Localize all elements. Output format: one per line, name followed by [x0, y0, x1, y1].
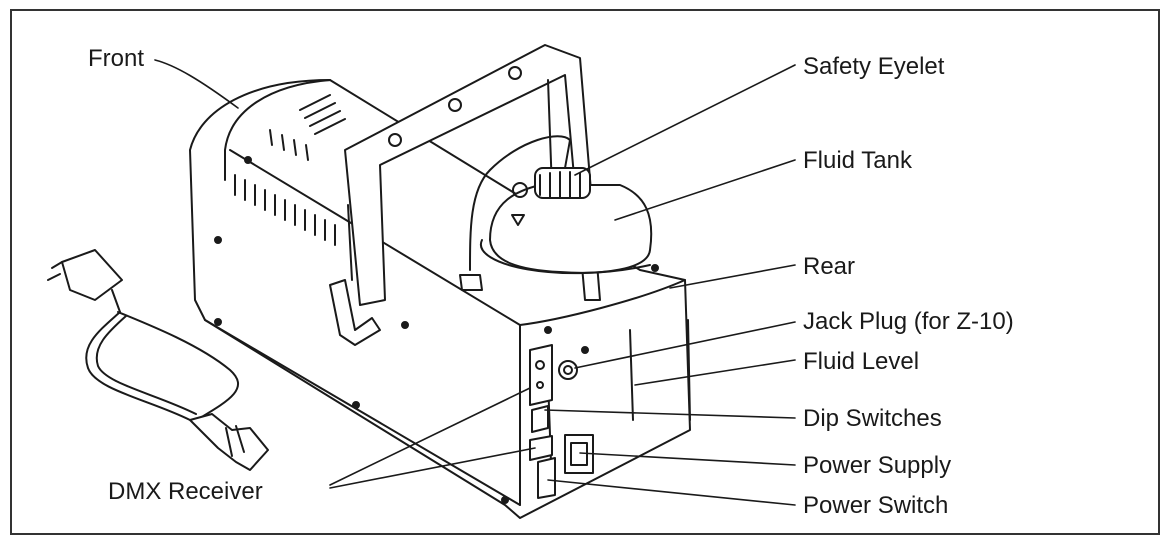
power-cord — [47, 249, 269, 471]
label-fluid-tank: Fluid Tank — [803, 147, 912, 174]
rear-connectors — [529, 344, 594, 499]
handle-bracket — [329, 44, 601, 346]
label-dmx-receiver: DMX Receiver — [108, 478, 263, 505]
label-power-supply: Power Supply — [803, 452, 952, 479]
label-fluid-level: Fluid Level — [803, 348, 920, 375]
label-rear: Rear — [803, 253, 856, 280]
label-power-switch: Power Switch — [803, 492, 949, 519]
fluid-tank — [459, 135, 653, 291]
label-safety-eyelet: Safety Eyelet — [803, 53, 945, 80]
diagram-frame — [10, 9, 1160, 535]
label-jack-plug: Jack Plug (for Z-10) — [803, 308, 1014, 335]
machine-body — [189, 79, 691, 519]
leader-lines — [154, 59, 796, 506]
label-front: Front — [88, 45, 145, 72]
label-dip-switches: Dip Switches — [803, 405, 942, 432]
